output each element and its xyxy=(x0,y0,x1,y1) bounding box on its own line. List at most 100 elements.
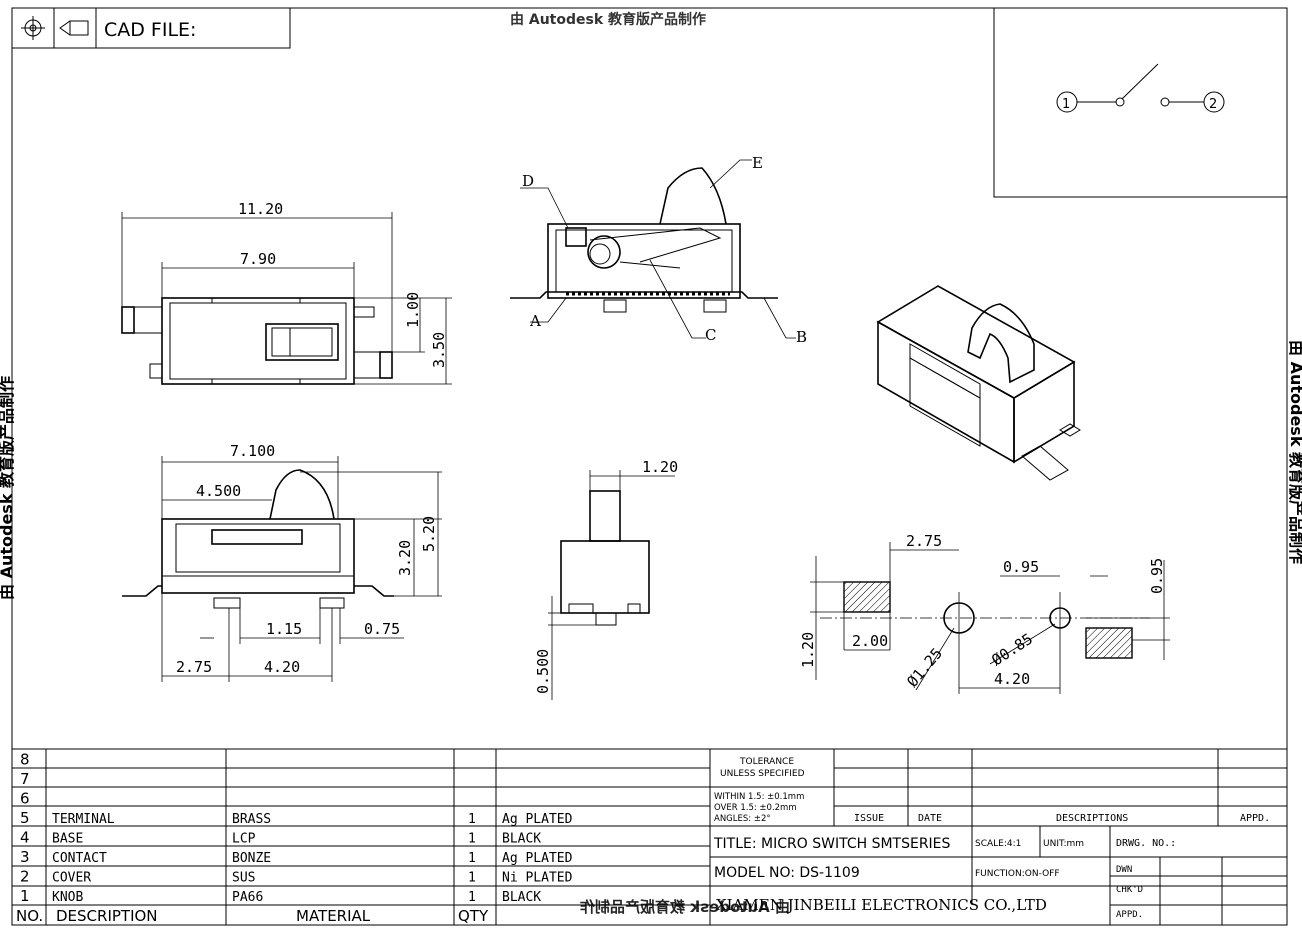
dim-front-p3: 2.75 xyxy=(176,658,212,676)
drwg-text: DRWG. NO.: xyxy=(1116,838,1176,849)
bottom-watermark: 由 Autodesk 教育版产品制作 xyxy=(580,898,790,916)
appd2-label: APPD. xyxy=(1116,910,1143,920)
schematic-box: 1 2 xyxy=(993,8,1287,198)
company-name: XIAMEN JINBEILI ELECTRONICS CO.,LTD xyxy=(716,896,1047,914)
dim-pcb-h: 4.20 xyxy=(994,670,1030,688)
bom-row-no: 7 xyxy=(20,770,30,788)
bom-row-no: 1 xyxy=(20,887,30,905)
pcb-layout: 2.75 0.95 0.95 1.20 2.00 Ø1.25 Ø0.85 4.2… xyxy=(799,532,1170,694)
dim-front-p4: 4.20 xyxy=(264,658,300,676)
left-watermark: 由 Autodesk 教育版产品制作 xyxy=(0,376,16,600)
pin1-label: 1 xyxy=(1062,97,1070,112)
bom-row-desc: CONTACT xyxy=(52,851,107,866)
bom-row-note: BLACK xyxy=(502,890,541,905)
tol-5: ANGLES: ±2° xyxy=(714,814,771,824)
cad-file-label: CAD FILE: xyxy=(104,19,196,41)
hdr-mat: MATERIAL xyxy=(296,907,371,925)
dim-pcb-d: 1.20 xyxy=(799,632,817,668)
front-view: 7.100 4.500 3.20 5.20 1.15 0.75 2.75 4.2… xyxy=(122,442,442,682)
bom-row-note: Ag PLATED xyxy=(502,851,573,866)
dim-top-width-body: 7.90 xyxy=(240,250,276,268)
chkd-label: CHK'D xyxy=(1116,885,1143,895)
dim-pcb-f: Ø1.25 xyxy=(903,644,946,690)
side-view: 1.20 0.500 xyxy=(534,458,678,700)
dim-front-p2: 0.75 xyxy=(364,620,400,638)
bom-row-note: BLACK xyxy=(502,832,541,847)
bom-row-mat: PA66 xyxy=(232,890,263,905)
dim-top-h1: 1.00 xyxy=(404,292,422,328)
title-block xyxy=(710,749,1287,925)
dim-front-h2: 5.20 xyxy=(420,516,438,552)
title-block-text: TOLERANCE UNLESS SPECIFIED WITHIN 1.5: ±… xyxy=(580,757,1270,920)
dim-pcb-b: 0.95 xyxy=(1003,558,1039,576)
tol-1: TOLERANCE xyxy=(739,757,794,767)
bom-row-no: 6 xyxy=(20,790,30,808)
dim-pcb-c: 0.95 xyxy=(1148,558,1166,594)
dim-top-width-total: 11.20 xyxy=(238,200,283,218)
top-watermark: 由 Autodesk 教育版产品制作 xyxy=(510,11,706,28)
title-text: TITLE: MICRO SWITCH SMTSERIES xyxy=(713,836,951,852)
bom-row-mat: LCP xyxy=(232,832,256,847)
label-d: D xyxy=(522,172,534,190)
bom-row-qty: 1 xyxy=(468,832,476,847)
bom-table xyxy=(12,748,1287,925)
hdr-qty: QTY xyxy=(458,907,489,925)
bom-row-qty: 1 xyxy=(468,851,476,866)
bom-row-mat: BRASS xyxy=(232,812,271,827)
scale-text: SCALE:4:1 xyxy=(975,839,1021,849)
bom-row-mat: BONZE xyxy=(232,851,271,866)
bom-row-note: Ni PLATED xyxy=(502,871,573,886)
dim-front-p1: 1.15 xyxy=(266,620,302,638)
dim-pcb-a: 2.75 xyxy=(906,532,942,550)
date-label: DATE xyxy=(918,813,942,824)
dim-side-h: 0.500 xyxy=(534,649,552,694)
dim-front-knob: 4.500 xyxy=(196,482,241,500)
bom-row-qty: 1 xyxy=(468,871,476,886)
bom-row-desc: BASE xyxy=(52,832,83,847)
dim-front-h1: 3.20 xyxy=(396,540,414,576)
top-view: 11.20 7.90 1.00 3.50 xyxy=(121,200,452,385)
bom-row-no: 8 xyxy=(20,751,30,769)
dim-pcb-g: Ø0.85 xyxy=(988,630,1036,670)
bom-header: NO. DESCRIPTION MATERIAL QTY xyxy=(16,907,489,925)
isometric-view xyxy=(876,285,1081,481)
label-a: A xyxy=(529,312,541,330)
bom-row-desc: COVER xyxy=(52,871,91,886)
model-text: MODEL NO: DS-1109 xyxy=(714,865,860,881)
bom-row-desc: KNOB xyxy=(52,890,83,905)
projection-symbol-icon xyxy=(21,16,89,40)
switch-lever xyxy=(1121,63,1159,100)
appd-label: APPD. xyxy=(1240,813,1270,824)
unit-text: UNIT:mm xyxy=(1043,839,1084,849)
label-e: E xyxy=(752,154,763,172)
tol-3: WITHIN 1.5: ±0.1mm xyxy=(714,792,804,802)
bom-row-no: 5 xyxy=(20,809,30,827)
bom-row-no: 4 xyxy=(20,829,30,847)
dim-side-w: 1.20 xyxy=(642,458,678,476)
tol-2: UNLESS SPECIFIED xyxy=(720,769,805,779)
label-b: B xyxy=(796,328,807,346)
issue-label: ISSUE xyxy=(854,813,884,824)
section-view: D E A C B xyxy=(510,154,807,346)
sheet-border xyxy=(11,7,1288,926)
hdr-no: NO. xyxy=(16,907,43,925)
dim-pcb-e: 2.00 xyxy=(852,632,888,650)
descriptions-label: DESCRIPTIONS xyxy=(1056,813,1128,824)
bom-row-note: Ag PLATED xyxy=(502,812,573,827)
pad-left xyxy=(843,581,891,613)
hdr-desc: DESCRIPTION xyxy=(56,907,158,925)
dim-top-h2: 3.50 xyxy=(430,332,448,368)
pad-right xyxy=(1085,627,1133,659)
tol-4: OVER 1.5: ±0.2mm xyxy=(714,803,797,813)
function-text: FUNCTION:ON-OFF xyxy=(975,869,1060,879)
pin2-circle xyxy=(1203,91,1225,113)
bom-row-qty: 1 xyxy=(468,812,476,827)
right-watermark: 由 Autodesk 教育版产品制作 xyxy=(1287,340,1302,564)
pin2-label: 2 xyxy=(1209,97,1217,112)
bom-row-qty: 1 xyxy=(468,890,476,905)
bom-row-no: 2 xyxy=(20,868,30,886)
bom-row-mat: SUS xyxy=(232,871,255,886)
dim-front-width: 7.100 xyxy=(230,442,275,460)
